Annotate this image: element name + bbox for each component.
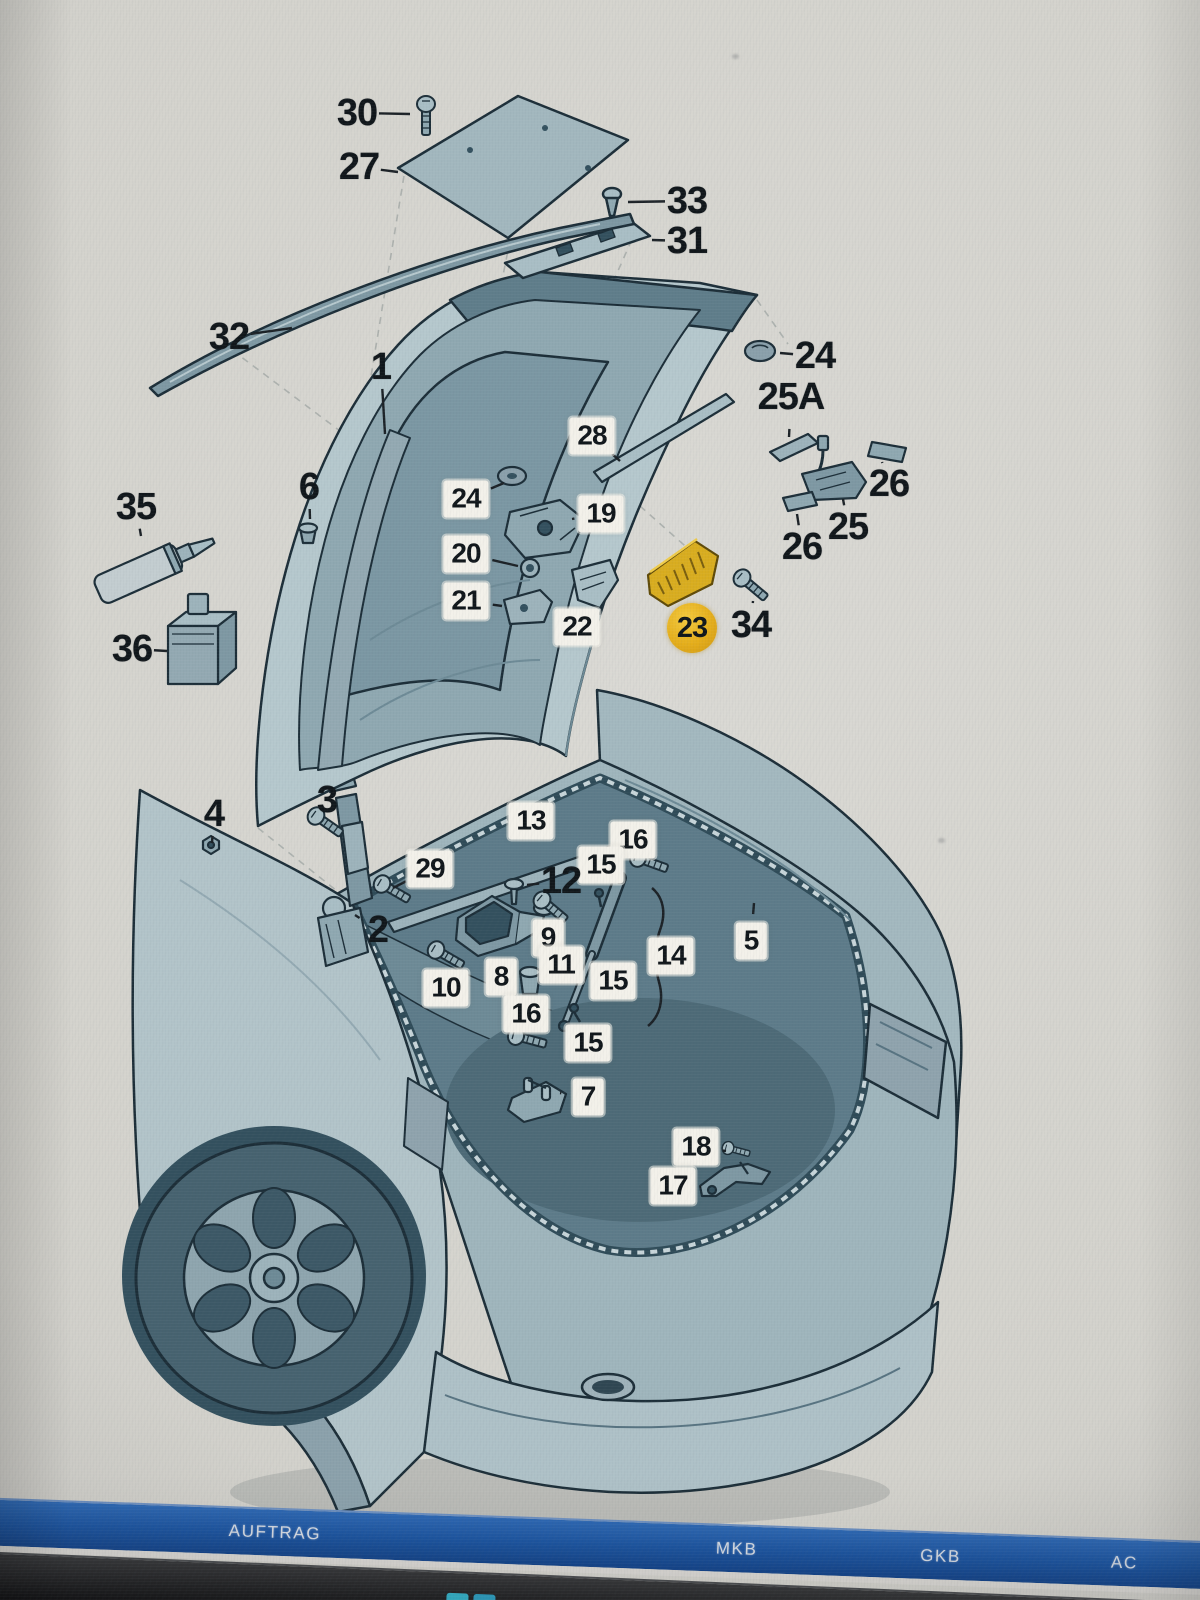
part-callout-23[interactable]: 23 [667,603,717,653]
status-field-auftrag[interactable]: AUFTRAG [228,1521,322,1544]
part-4-nut [201,834,221,856]
part-callout-29[interactable]: 29 [407,850,453,888]
part-callout-11[interactable]: 11 [539,946,583,984]
part-callout-25A[interactable]: 25A [757,376,826,418]
part-callout-36[interactable]: 36 [111,628,153,670]
top-parts [148,94,652,398]
part-callout-35[interactable]: 35 [115,486,157,528]
part-callout-12[interactable]: 12 [540,860,582,902]
tail-light-left [403,1077,449,1171]
part-15-stud [593,887,605,908]
part-callout-2[interactable]: 2 [367,909,389,951]
part-callout-20[interactable]: 20 [443,535,489,573]
part-callout-17[interactable]: 17 [650,1167,696,1205]
status-field-gkb[interactable]: GKB [919,1545,962,1567]
part-callout-26[interactable]: 26 [781,526,823,568]
status-field-ac[interactable]: AC [1110,1552,1139,1573]
tail-light-right [862,1002,948,1120]
part-callout-25[interactable]: 25 [827,506,869,548]
part-7-striker[interactable] [506,1076,568,1124]
part-24-grommet[interactable] [743,339,777,363]
part-callout-3[interactable]: 3 [316,779,338,821]
part-callout-26[interactable]: 26 [868,463,910,505]
monitor-logo-icon [445,1592,496,1600]
part-36-canister[interactable] [166,592,238,686]
part-callout-22[interactable]: 22 [554,608,600,646]
part-callout-18[interactable]: 18 [673,1128,719,1166]
part-callout-32[interactable]: 32 [208,316,250,358]
part-21-bracket[interactable] [502,588,554,626]
part-callout-8[interactable]: 8 [485,958,517,996]
part-callout-24[interactable]: 24 [794,335,836,377]
part-callout-30[interactable]: 30 [336,92,378,134]
part-callout-14[interactable]: 14 [648,937,694,975]
part-27-panel[interactable] [396,94,630,240]
part-26-clip[interactable] [781,490,819,513]
part-32-spoiler-strip[interactable] [148,212,636,398]
rear-bumper [422,1300,940,1494]
part-15-stud [568,1002,582,1023]
mid-parts [92,392,773,686]
dust-speck [732,54,739,59]
part-17-bracket[interactable] [698,1161,772,1198]
dust-speck [938,838,945,843]
part-callout-19[interactable]: 19 [578,495,624,533]
part-callout-7[interactable]: 7 [572,1078,604,1116]
part-callout-4[interactable]: 4 [203,793,225,835]
part-callout-21[interactable]: 21 [443,582,489,620]
part-25-latch[interactable] [800,434,868,502]
part-callout-24[interactable]: 24 [443,480,489,518]
part-20-nut[interactable] [519,557,541,579]
part-callout-10[interactable]: 10 [423,969,469,1007]
part-callout-15[interactable]: 15 [565,1024,611,1062]
part-35-adhesive-tube[interactable] [92,527,219,606]
status-field-mkb[interactable]: MKB [715,1538,758,1559]
part-6-clip[interactable] [297,522,319,545]
part-callout-15[interactable]: 15 [590,962,636,1000]
wheel-spoke-windows [193,1187,355,1369]
part-callout-33[interactable]: 33 [666,180,708,222]
part-callout-6[interactable]: 6 [298,466,320,508]
part-callout-13[interactable]: 13 [508,802,554,840]
part-19-lock[interactable] [503,498,587,560]
part-26-clip[interactable] [866,440,908,464]
right-parts [743,339,908,513]
part-28-trim[interactable] [592,392,736,484]
part-24-grommet[interactable] [496,465,528,487]
tailgate-left-rail [317,429,411,771]
part-22-trim[interactable] [570,558,620,610]
part-callout-34[interactable]: 34 [730,604,772,646]
part-23-handle-highlighted[interactable] [646,538,720,608]
part-callout-28[interactable]: 28 [569,417,615,455]
part-callout-15[interactable]: 15 [578,846,624,884]
part-12-pin[interactable] [503,877,525,906]
part-callout-1[interactable]: 1 [370,346,392,388]
car-body [122,688,963,1528]
part-callout-27[interactable]: 27 [338,146,380,188]
part-callout-16[interactable]: 16 [503,995,549,1033]
part-callout-31[interactable]: 31 [666,220,708,262]
part-callout-5[interactable]: 5 [735,922,767,960]
